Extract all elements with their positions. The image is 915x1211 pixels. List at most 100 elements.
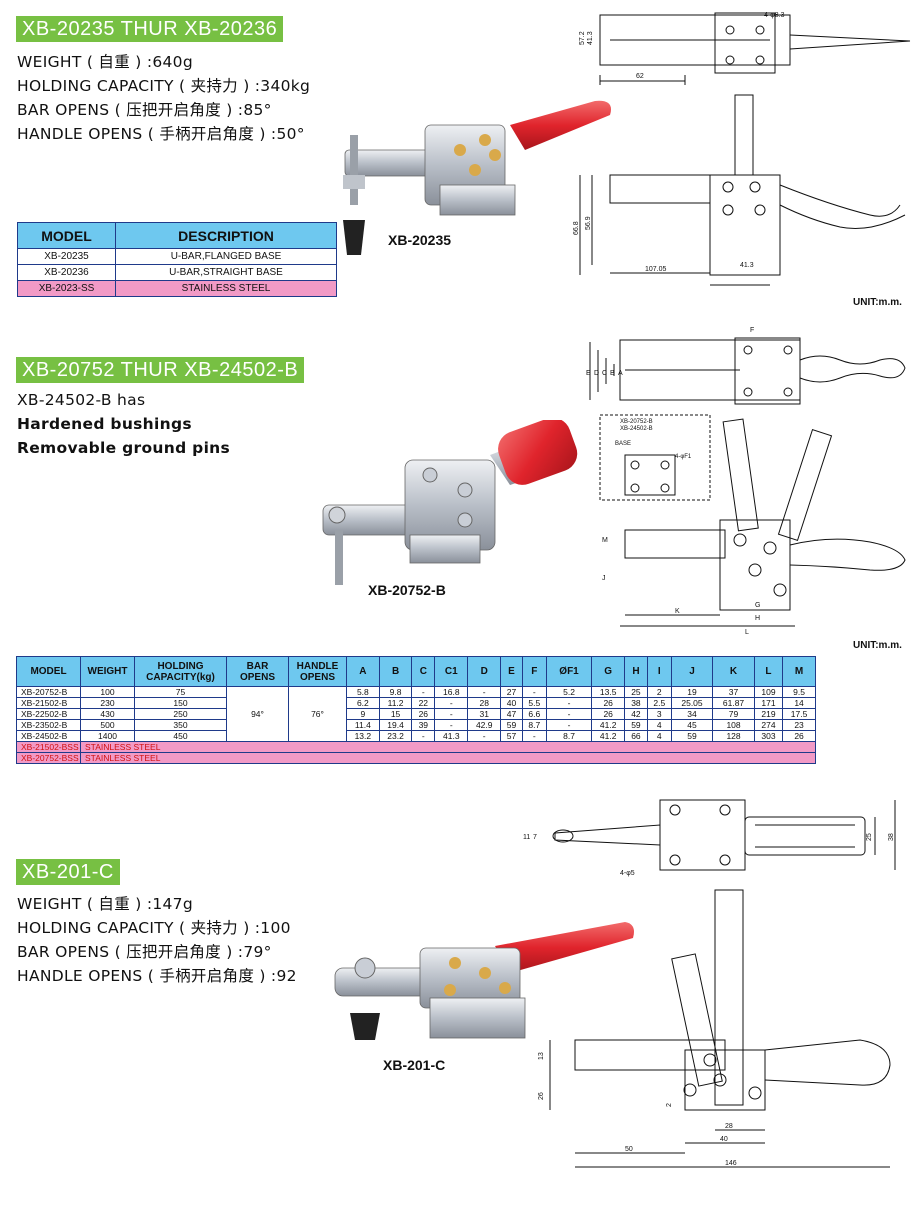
spec-holding-capacity: HOLDING CAPACITY ( 夹持力 ) :340kg (17, 77, 311, 95)
dim-d: D (594, 370, 599, 377)
table-cell: 42.9 (467, 719, 502, 731)
dim-k: K (675, 608, 680, 615)
table-cell: - (411, 686, 436, 698)
table-cell: - (545, 708, 593, 720)
table-cell: 61.87 (712, 697, 755, 709)
unit-label-1: UNIT:m.m. (853, 297, 902, 308)
dim-width: 41.3 (587, 31, 594, 45)
label-xb-20752-b: XB-20752-B (620, 419, 653, 425)
table-cell: 230 (80, 697, 135, 709)
cell-description: STAINLESS STEEL (115, 280, 337, 297)
technical-drawing-xb-201-c: 11 7 25 38 4-φ5 13 26 2 28 40 50 146 (515, 795, 915, 1195)
col-header: J (670, 656, 714, 687)
table-cell: 59 (670, 730, 714, 742)
table-cell: 41.2 (591, 719, 626, 731)
caption-xb-20235: XB-20235 (388, 232, 452, 248)
cell-model: XB-20235 (17, 248, 116, 265)
col-header: C1 (434, 656, 469, 687)
table-cell: - (434, 719, 469, 731)
table-cell: 41.2 (591, 730, 626, 742)
table-cell: 40 (500, 697, 523, 709)
clamp-photo-xb-20235 (325, 95, 615, 260)
table-cell: 45 (670, 719, 714, 731)
section1-banner: XB-20235 THUR XB-20236 (16, 16, 284, 42)
table-cell: 13.5 (591, 686, 626, 698)
table-cell: XB-23502-B (16, 719, 81, 731)
col-header: L (753, 656, 784, 687)
table-cell: 219 (753, 708, 784, 720)
table-cell: 31 (467, 708, 502, 720)
table-cell: 450 (134, 730, 227, 742)
spec-weight: WEIGHT ( 自重 ) :640g (17, 53, 193, 71)
table-cell: 4 (646, 719, 672, 731)
table-cell: 171 (753, 697, 784, 709)
table-cell: 6.2 (346, 697, 380, 709)
caption-xb-201-c: XB-201-C (383, 1057, 446, 1073)
table-cell: 59 (500, 719, 523, 731)
table-cell: - (434, 697, 469, 709)
dim-holes-201c: 4-φ5 (620, 870, 635, 877)
spec-bar-opens: BAR OPENS ( 压把开启角度 ) :85° (17, 101, 272, 119)
dim-b: B (610, 370, 615, 377)
technical-drawing-xb-20752-b: F E D C B A XB-20752-B XB-24502-B BASE 4… (580, 320, 915, 650)
table-cell: 23 (782, 719, 816, 731)
col-header: HOLDING CAPACITY(kg) (134, 656, 227, 687)
dim-146: 146 (725, 1160, 737, 1167)
table-cell: 500 (80, 719, 135, 731)
cell-model: XB-2023-SS (17, 280, 116, 297)
table-cell: 27 (500, 686, 523, 698)
table-cell: 41.3 (434, 730, 469, 742)
table-cell: 14 (782, 697, 816, 709)
table-cell: 28 (467, 697, 502, 709)
table-cell: 109 (753, 686, 784, 698)
table-cell: 2.5 (646, 697, 672, 709)
table-cell: XB-20752-BSS (16, 752, 81, 764)
dim-26: 26 (538, 1092, 545, 1100)
table-cell: 5.8 (346, 686, 380, 698)
col-header: F (521, 656, 547, 687)
dim-38: 38 (888, 833, 895, 841)
table-cell: 26 (782, 730, 816, 742)
table-cell: XB-21502-BSS (16, 741, 81, 753)
table-cell: 79 (712, 708, 755, 720)
dim-j: J (602, 575, 606, 582)
table-cell: - (521, 686, 547, 698)
table-cell: 8.7 (521, 719, 547, 731)
table-cell: 5.2 (545, 686, 593, 698)
table-cell: 37 (712, 686, 755, 698)
dim-m: M (602, 537, 608, 544)
table-cell: 25 (624, 686, 648, 698)
cell-description: U-BAR,STRAIGHT BASE (115, 264, 337, 281)
dim-c: C (602, 370, 607, 377)
table-cell: 6.6 (521, 708, 547, 720)
col-header: BAR OPENS (226, 656, 289, 687)
table-cell: XB-24502-B (16, 730, 81, 742)
dim-holes: 4-φ8.3 (764, 12, 785, 19)
col-header: M (782, 656, 816, 687)
table-cell: 26 (591, 708, 626, 720)
note-model: XB-24502-B has (17, 391, 146, 409)
dim-28: 28 (725, 1123, 733, 1130)
col-header: WEIGHT (80, 656, 135, 687)
dim-40: 40 (720, 1136, 728, 1143)
table-cell: 100 (80, 686, 135, 698)
table-cell: 57 (500, 730, 523, 742)
table-cell: 94° (226, 686, 289, 742)
table-cell: 350 (134, 719, 227, 731)
table-cell: STAINLESS STEEL (80, 741, 816, 753)
table-cell: 47 (500, 708, 523, 720)
table-cell: 9.5 (782, 686, 816, 698)
dim-h: H (755, 615, 760, 622)
dim-l: L (745, 629, 749, 636)
section2-banner: XB-20752 THUR XB-24502-B (16, 357, 305, 383)
spec-handle-opens-201c: HANDLE OPENS ( 手柄开启角度 ) :92 (17, 967, 297, 985)
table-cell: 16.8 (434, 686, 469, 698)
table-cell: 11.4 (346, 719, 380, 731)
table-cell: 128 (712, 730, 755, 742)
table-row: XB-20235 U-BAR,FLANGED BASE (17, 248, 337, 265)
col-header: D (467, 656, 502, 687)
